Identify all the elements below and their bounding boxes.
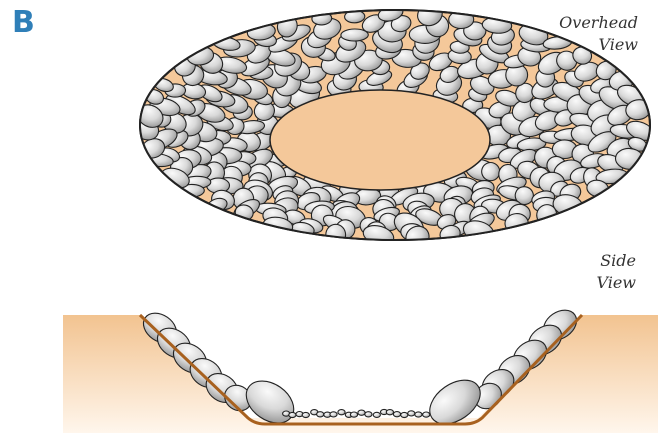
side-gravel: [408, 411, 415, 416]
side-view: [63, 304, 658, 433]
side-gravel: [289, 412, 296, 417]
side-gravel: [302, 412, 309, 417]
side-gravel: [386, 410, 393, 415]
side-gravel: [373, 412, 380, 417]
side-gravel: [423, 412, 430, 417]
side-gravel: [317, 412, 324, 417]
side-gravel: [338, 410, 345, 415]
side-gravel: [415, 412, 422, 417]
side-gravel: [330, 412, 337, 417]
side-gravel: [401, 412, 408, 417]
side-gravel: [393, 412, 400, 417]
side-gravel: [365, 412, 372, 417]
side-gravel: [350, 412, 357, 417]
side-gravel: [358, 410, 365, 415]
overhead-stone: [326, 224, 346, 245]
overhead-view: [131, 0, 657, 252]
overhead-center-opening: [270, 90, 490, 190]
